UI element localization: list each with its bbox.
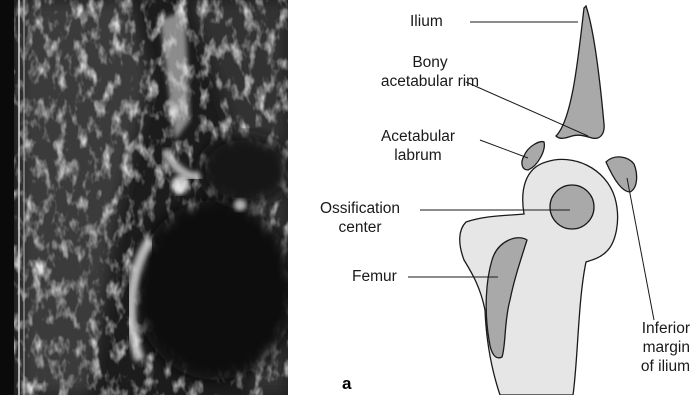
label-ossification-line2: center <box>300 218 420 237</box>
label-bony-rim-line1: Bony <box>380 53 480 72</box>
labrum-leader <box>480 140 528 158</box>
label-acetabular-labrum: Acetabular labrum <box>358 127 478 165</box>
label-ossification-center: Ossification center <box>300 199 420 237</box>
label-labrum-line1: Acetabular <box>358 127 478 146</box>
label-femur: Femur <box>352 267 397 286</box>
label-labrum-line2: labrum <box>358 146 478 165</box>
ossification-center-shape <box>550 185 594 229</box>
ilium-shape <box>556 6 604 138</box>
label-inferior-line3: of ilium <box>610 357 690 376</box>
label-inferior-margin-of-ilium: Inferior margin of ilium <box>610 319 690 376</box>
hip-schematic: Ilium Bony acetabular rim Acetabular lab… <box>288 0 692 395</box>
label-bony-rim-line2: acetabular rim <box>380 72 480 91</box>
label-inferior-line2: margin <box>610 338 690 357</box>
label-bony-acetabular-rim: Bony acetabular rim <box>380 53 480 91</box>
panel-letter: a <box>342 374 351 394</box>
label-ilium: Ilium <box>410 12 443 31</box>
label-ossification-line1: Ossification <box>300 199 420 218</box>
ultrasound-image <box>0 0 288 395</box>
label-inferior-line1: Inferior <box>610 319 690 338</box>
inferior-margin-leader <box>627 178 654 320</box>
